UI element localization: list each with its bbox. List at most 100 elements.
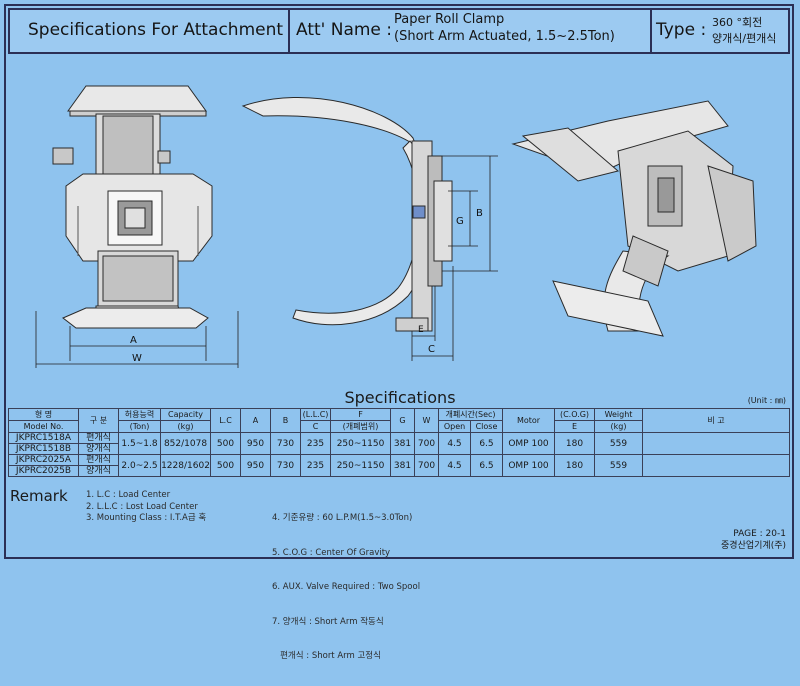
front-view-dimensions xyxy=(35,311,239,368)
remark-list-right: 4. 기준유량 : 60 L.P.M(1.5~3.0Ton) 5. C.O.G … xyxy=(272,490,420,686)
th-note: 비 고 xyxy=(642,408,790,433)
front-view-drawing xyxy=(52,85,213,329)
remark-item: 7. 양개식 : Short Arm 작동식 xyxy=(272,616,384,627)
type-line1: 360 °회전 xyxy=(712,16,763,29)
dim-label-c: C xyxy=(428,344,435,355)
header-title-cell: Specifications For Attachment xyxy=(10,10,290,52)
cell-a: 950 xyxy=(240,454,271,477)
cell-lc: 500 xyxy=(210,454,241,477)
th-capacity-kg: Capacity xyxy=(160,408,211,421)
th-cog: (C.O.G) xyxy=(554,408,595,421)
remark-list-left: 1. L.C : Load Center 2. L.L.C : Lost Loa… xyxy=(86,490,206,525)
th-c: C xyxy=(300,420,331,433)
cell-b: 730 xyxy=(270,454,301,477)
table-row: JKPRC2025A 편개식 2.0~2.5 1228/1602 500 950… xyxy=(8,454,790,477)
cell-model: JKPRC2025A xyxy=(8,454,79,466)
cell-model: JKPRC1518A xyxy=(8,432,79,444)
spec-header-row-1: 형 명 구 분 허용능력 Capacity L.C A B (L.L.C) F … xyxy=(8,408,790,433)
att-name-line2: (Short Arm Actuated, 1.5~2.5Ton) xyxy=(394,29,615,44)
cell-g: 381 xyxy=(390,432,415,455)
cell-b: 730 xyxy=(270,432,301,455)
cell-type: 편개식 xyxy=(78,454,119,466)
th-weight: Weight xyxy=(594,408,643,421)
specifications-title: Specifications xyxy=(344,388,456,407)
remark-item: 2. L.L.C : Lost Load Center xyxy=(86,501,198,512)
cell-note xyxy=(642,432,790,455)
th-llc: (L.L.C) xyxy=(300,408,331,421)
outer-frame xyxy=(4,4,794,559)
header-type-cell: Type : 360 °회전 양개식/편개식 xyxy=(652,10,788,52)
cell-motor: OMP 100 xyxy=(502,454,555,477)
cell-model: JKPRC1518B xyxy=(8,443,79,455)
header-bar: Specifications For Attachment Att' Name … xyxy=(8,8,790,54)
th-type: 구 분 xyxy=(78,408,119,433)
type-line2: 양개식/편개식 xyxy=(712,32,777,45)
th-f: F xyxy=(330,408,391,421)
th-capacity-ton-kr: 허용능력 xyxy=(118,408,161,421)
unit-note: (Unit : ㎜) xyxy=(747,396,786,405)
th-close: Close xyxy=(470,420,503,433)
th-capacity-kg-unit: (kg) xyxy=(160,420,211,433)
cell-ton: 1.5~1.8 xyxy=(118,432,161,455)
cell-open: 4.5 xyxy=(438,454,471,477)
cell-f: 250~1150 xyxy=(330,432,391,455)
company-name: 중경산업기계(주) xyxy=(721,541,786,551)
th-g: G xyxy=(390,408,415,433)
table-row: JKPRC2025B 양개식 xyxy=(8,465,790,477)
th-capacity-ton: (Ton) xyxy=(118,420,161,433)
page-footer: PAGE : 20-1 중경산업기계(주) xyxy=(721,528,786,552)
table-row: JKPRC1518B 양개식 xyxy=(8,443,790,455)
th-model-en: Model No. xyxy=(8,420,79,433)
spec-header-row-2: Model No. (Ton) (kg) C (개폐범위) Open Close… xyxy=(8,420,790,433)
dim-label-a: A xyxy=(130,335,137,346)
page-title: Specifications For Attachment xyxy=(28,20,284,40)
cell-kg: 1228/1602 xyxy=(160,454,211,477)
th-model-kr: 형 명 xyxy=(8,408,79,421)
side-view-dimensions xyxy=(411,155,498,361)
spec-table: 형 명 구 분 허용능력 Capacity L.C A B (L.L.C) F … xyxy=(8,408,790,477)
cell-w: 700 xyxy=(414,454,439,477)
type-label: Type : xyxy=(656,20,707,40)
att-name-line1: Paper Roll Clamp xyxy=(394,12,505,27)
cell-c: 235 xyxy=(300,432,331,455)
header-attname-cell: Att' Name : Paper Roll Clamp (Short Arm … xyxy=(290,10,652,52)
th-b: B xyxy=(270,408,301,433)
cell-note xyxy=(642,454,790,477)
technical-drawings: A W G B E C xyxy=(35,85,757,368)
cell-weight: 559 xyxy=(594,432,643,455)
th-lc: L.C xyxy=(210,408,241,433)
cell-c: 235 xyxy=(300,454,331,477)
cell-e: 180 xyxy=(554,432,595,455)
cell-type: 양개식 xyxy=(78,443,119,455)
remark-item: 3. Mounting Class : I.T.A급 훅 xyxy=(86,513,207,523)
th-e: E xyxy=(554,420,595,433)
th-open: Open xyxy=(438,420,471,433)
cell-a: 950 xyxy=(240,432,271,455)
cell-close: 6.5 xyxy=(470,432,503,455)
cell-ton: 2.0~2.5 xyxy=(118,454,161,477)
remark-title: Remark xyxy=(10,487,68,505)
th-motor: Motor xyxy=(502,408,555,433)
att-name-label: Att' Name : xyxy=(296,20,393,40)
remark-item: 1. L.C : Load Center xyxy=(86,490,171,500)
th-time: 개폐시간(Sec) xyxy=(438,408,503,421)
remark-item: 4. 기준유량 : 60 L.P.M(1.5~3.0Ton) xyxy=(272,513,413,523)
cell-g: 381 xyxy=(390,454,415,477)
dim-label-w: W xyxy=(132,353,142,364)
th-a: A xyxy=(240,408,271,433)
th-weight-unit: (kg) xyxy=(594,420,643,433)
remark-item: 5. C.O.G : Center Of Gravity xyxy=(272,547,391,558)
dim-label-g: G xyxy=(456,216,464,227)
dim-label-b: B xyxy=(476,208,483,219)
spec-sheet: Specifications For Attachment Att' Name … xyxy=(4,4,794,661)
cell-close: 6.5 xyxy=(470,454,503,477)
th-w: W xyxy=(414,408,439,433)
cell-kg: 852/1078 xyxy=(160,432,211,455)
remark-item: 6. AUX. Valve Required : Two Spool xyxy=(272,582,421,592)
th-f-sub: (개폐범위) xyxy=(330,420,391,433)
cell-weight: 559 xyxy=(594,454,643,477)
cell-type: 양개식 xyxy=(78,465,119,477)
dim-label-e: E xyxy=(418,325,424,335)
cell-model: JKPRC2025B xyxy=(8,465,79,477)
cell-type: 편개식 xyxy=(78,432,119,444)
